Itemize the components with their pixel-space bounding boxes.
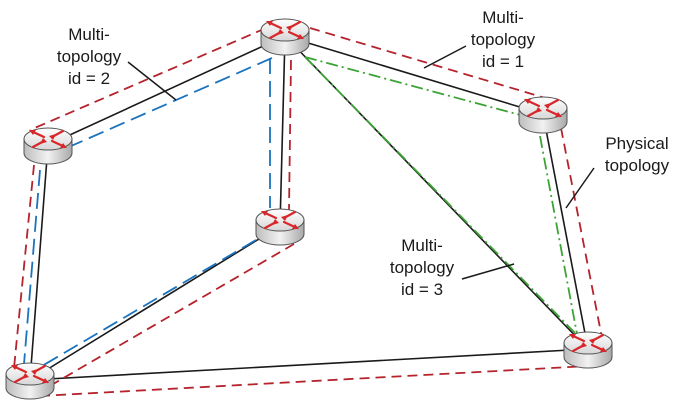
label-pointers — [127, 45, 595, 280]
pointer-phys — [565, 167, 595, 209]
pointer-mt1 — [423, 45, 467, 69]
link-top-left — [47, 35, 286, 146]
router-bottom-right-icon — [563, 331, 613, 369]
link-bottomleft-bottomright — [29, 348, 589, 381]
topology-1-links — [13, 21, 603, 397]
pointer-mt2 — [127, 61, 177, 101]
link-mid-bottomleft — [29, 225, 281, 381]
router-left-icon — [23, 127, 73, 165]
router-middle-icon — [255, 208, 305, 246]
pointer-mt3 — [461, 263, 515, 280]
link-top-mid — [279, 35, 286, 227]
link-top-right — [284, 35, 544, 115]
link-left-bottomleft — [29, 144, 49, 381]
router-right-icon — [518, 96, 568, 134]
topology-3-links — [304, 56, 578, 335]
link-right-bottomright — [542, 113, 589, 350]
topology-2-links — [23, 57, 273, 367]
physical-links — [29, 35, 589, 381]
routers — [5, 18, 613, 400]
link-top-bottomright — [284, 35, 589, 350]
router-bottom-left-icon — [5, 362, 55, 400]
router-top-icon — [260, 18, 310, 56]
